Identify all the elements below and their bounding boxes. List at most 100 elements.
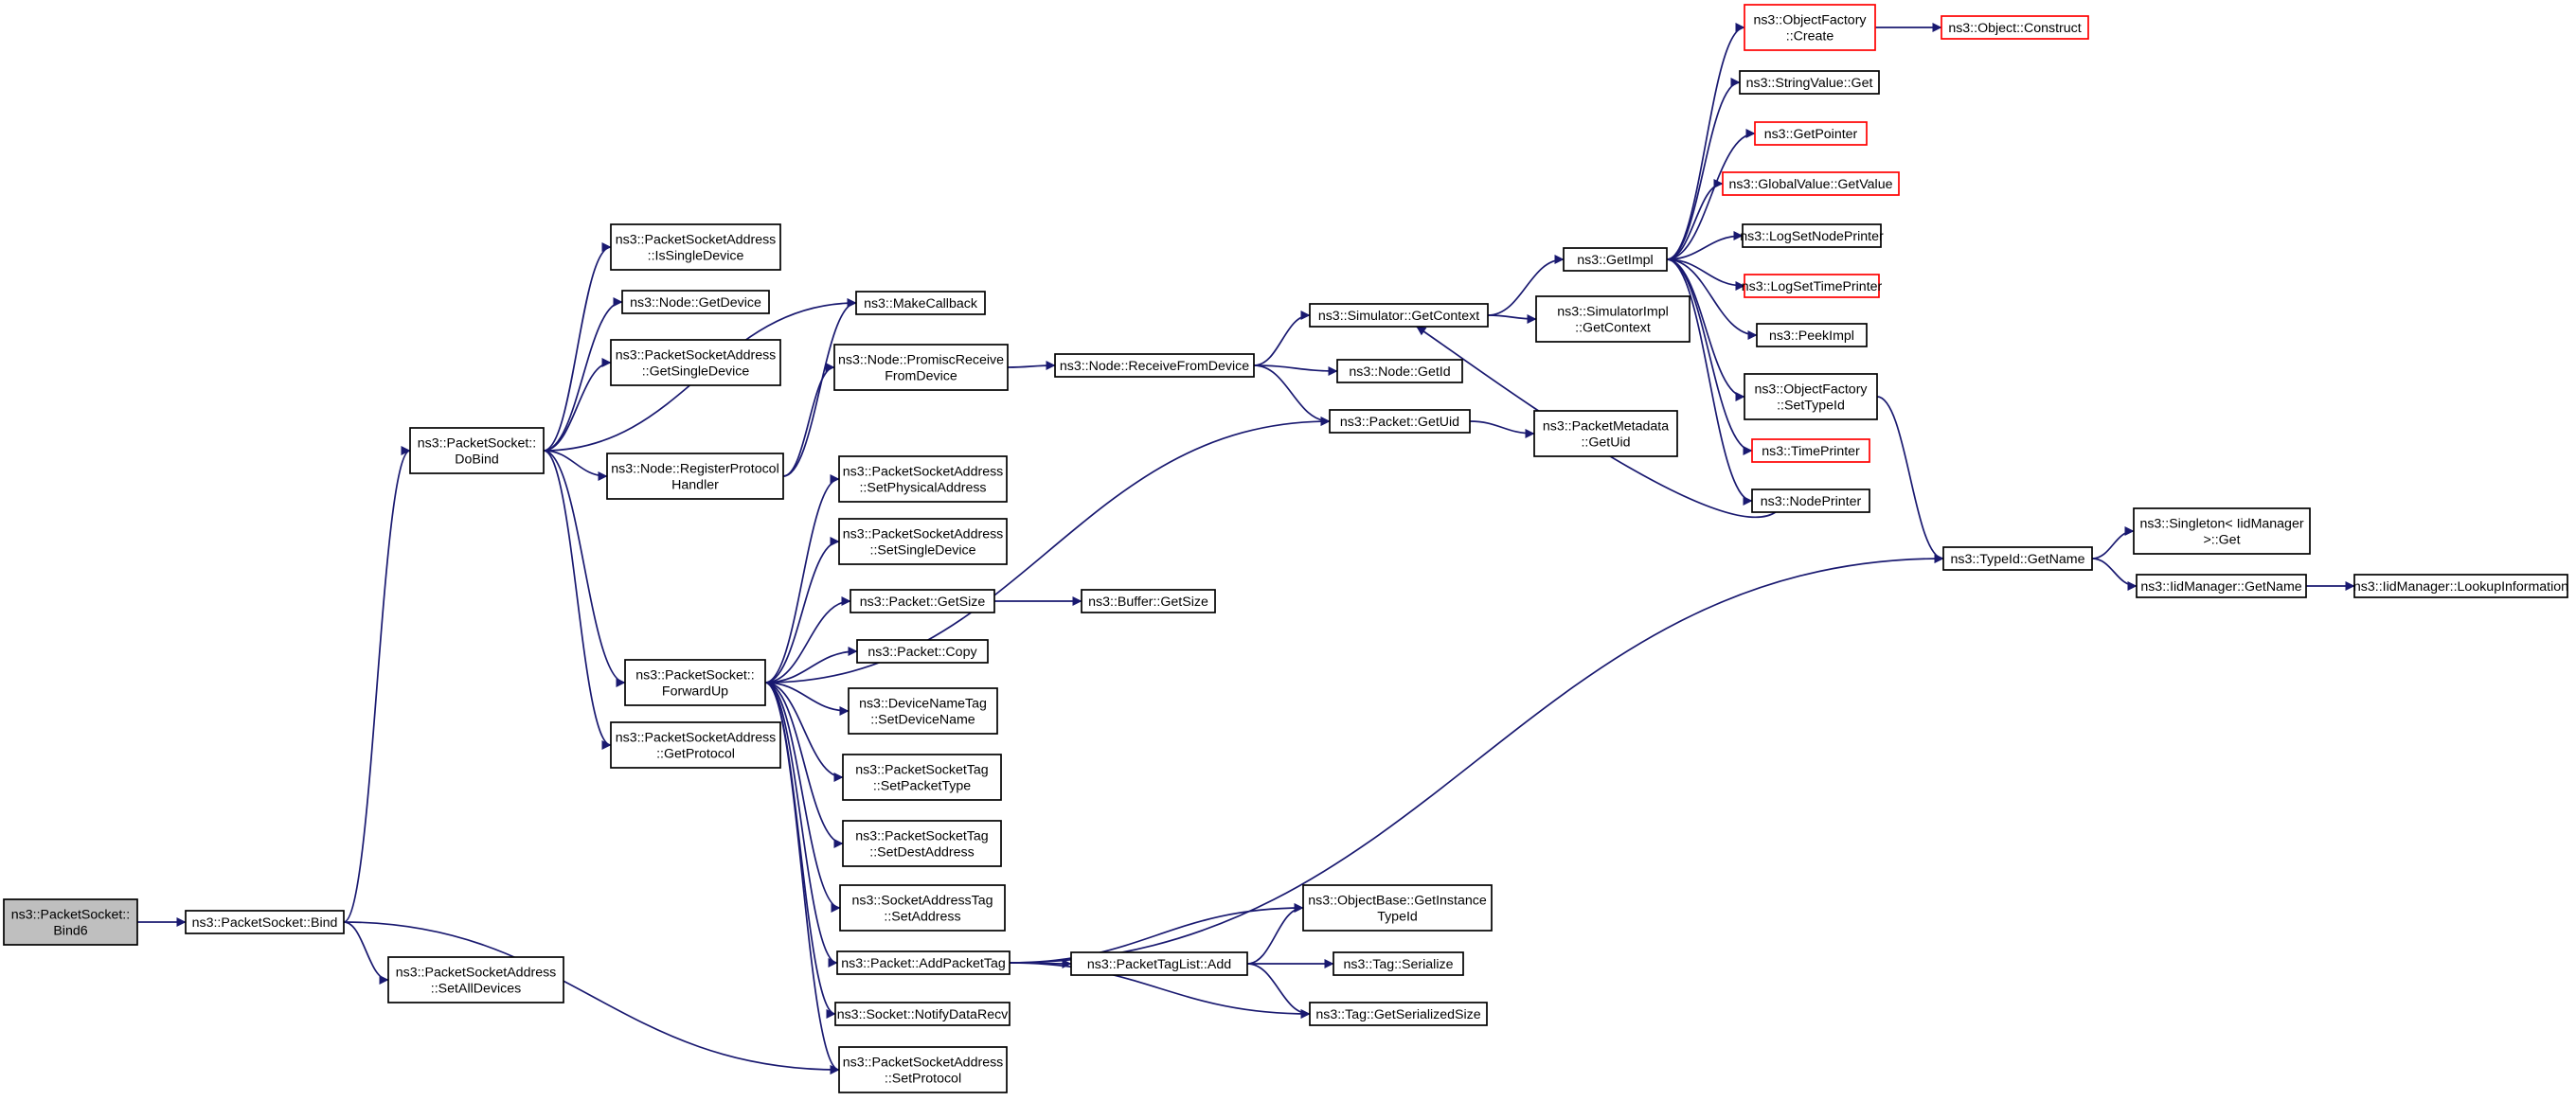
call-edge — [1666, 129, 1756, 260]
function-node[interactable]: ns3::GetImpl — [1563, 247, 1668, 272]
node-box — [1744, 4, 1876, 51]
call-edge — [764, 682, 850, 716]
call-edge — [2091, 558, 2138, 591]
function-node[interactable]: ns3::PacketSocket::ForwardUp — [624, 659, 766, 706]
function-node[interactable]: ns3::Packet::Copy — [856, 639, 989, 664]
function-node[interactable]: ns3::Node::ReceiveFromDevice — [1054, 353, 1255, 378]
call-edge — [1666, 23, 1745, 260]
call-edge — [543, 450, 608, 481]
node-label: ns3::Tag::Serialize — [1344, 957, 1454, 972]
node-label: ns3::GetPointer — [1764, 127, 1858, 142]
call-edge — [764, 474, 840, 684]
function-node[interactable]: ns3::Singleton< IidManager>::Get — [2133, 507, 2311, 555]
function-node[interactable]: ns3::PacketTagList::Add — [1070, 951, 1248, 976]
function-node[interactable]: ns3::ObjectFactory::Create — [1744, 4, 1876, 51]
node-label: ns3::Socket::NotifyDataRecv — [837, 1007, 1009, 1022]
function-node[interactable]: ns3::Packet::AddPacketTag — [836, 950, 1011, 975]
node-box — [834, 1002, 1011, 1026]
function-node[interactable]: ns3::Buffer::GetSize — [1081, 589, 1216, 613]
function-node[interactable]: ns3::PacketSocketAddress::GetSingleDevic… — [610, 339, 781, 386]
function-node[interactable]: ns3::PacketSocketAddress::SetSingleDevic… — [838, 518, 1008, 565]
call-edge — [1666, 258, 1758, 340]
node-label: ns3::ObjectFactory — [1753, 13, 1867, 28]
function-node[interactable]: ns3::Packet::GetUid — [1329, 409, 1471, 434]
node-box — [842, 820, 1002, 867]
node-label: ns3::Node::RegisterProtocol — [611, 462, 778, 477]
function-node[interactable]: ns3::TimePrinter — [1751, 438, 1870, 463]
function-node[interactable]: ns3::PacketMetadata::GetUid — [1533, 410, 1678, 457]
function-node[interactable]: ns3::Node::GetDevice — [621, 290, 770, 314]
node-label: ns3::Packet::GetSize — [860, 595, 986, 610]
function-node[interactable]: ns3::Tag::GetSerializedSize — [1309, 1002, 1488, 1026]
function-node[interactable]: ns3::PeekImpl — [1756, 323, 1868, 347]
function-node[interactable]: ns3::PacketSocketAddress::GetProtocol — [610, 721, 781, 769]
function-node[interactable]: ns3::IidManager::LookupInformation — [2353, 574, 2568, 598]
node-box — [1333, 951, 1464, 976]
function-node[interactable]: ns3::DeviceNameTag::SetDeviceName — [848, 687, 998, 735]
node-label: ns3::LogSetNodePrinter — [1740, 229, 1884, 244]
node-label: Bind6 — [53, 924, 87, 939]
node-label: ns3::Simulator::GetContext — [1318, 309, 1479, 324]
function-node[interactable]: ns3::GetPointer — [1754, 121, 1868, 146]
function-node[interactable]: ns3::MakeCallback — [855, 291, 986, 315]
call-edge — [543, 450, 626, 687]
function-node[interactable]: ns3::PacketSocket::Bind — [185, 910, 345, 934]
function-node[interactable]: ns3::Tag::Serialize — [1333, 951, 1464, 976]
node-box — [610, 223, 781, 271]
function-node[interactable]: ns3::LogSetTimePrinter — [1742, 274, 1883, 298]
function-node[interactable]: ns3::ObjectFactory::SetTypeId — [1744, 373, 1878, 420]
node-box — [1302, 884, 1493, 932]
node-label: ns3::Packet::Copy — [868, 645, 977, 660]
function-node[interactable]: ns3::SocketAddressTag::SetAddress — [839, 884, 1006, 932]
function-node[interactable]: ns3::TypeId::GetName — [1942, 546, 2093, 571]
call-edge — [1009, 962, 1311, 1019]
node-label: ::SetDestAddress — [869, 845, 974, 861]
function-node[interactable]: ns3::Node::GetId — [1336, 359, 1463, 383]
function-node[interactable]: ns3::GlobalValue::GetValue — [1722, 171, 1900, 196]
node-box — [838, 455, 1008, 503]
node-box — [842, 754, 1002, 801]
node-box — [2353, 574, 2568, 598]
node-label: ::IsSingleDevice — [648, 249, 744, 264]
function-node[interactable]: ns3::Packet::GetSize — [850, 589, 995, 613]
function-node[interactable]: ns3::Simulator::GetContext — [1309, 303, 1489, 328]
function-node[interactable]: ns3::PacketSocketTag::SetPacketType — [842, 754, 1002, 801]
function-node[interactable]: ns3::PacketSocketAddress::IsSingleDevice — [610, 223, 781, 271]
call-edge — [1666, 231, 1744, 260]
node-box — [1533, 410, 1678, 457]
node-box — [850, 589, 995, 613]
function-node[interactable]: ns3::NodePrinter — [1751, 488, 1870, 513]
function-node[interactable]: ns3::Object::Construct — [1941, 15, 2089, 40]
function-node[interactable]: ns3::PacketSocketAddress::SetProtocol — [838, 1046, 1008, 1093]
call-edge — [764, 682, 840, 1074]
node-box — [856, 639, 989, 664]
node-label: ForwardUp — [662, 684, 728, 700]
node-label: ns3::SimulatorImpl — [1557, 305, 1668, 320]
node-label: ns3::PacketSocketAddress — [843, 1056, 1004, 1071]
function-node[interactable]: ns3::IidManager::GetName — [2136, 574, 2307, 598]
node-box — [606, 453, 784, 500]
function-node[interactable]: ns3::PacketSocketAddress::SetPhysicalAdd… — [838, 455, 1008, 503]
function-node[interactable]: ns3::PacketSocket::DoBind — [409, 427, 545, 474]
node-label: ::GetSingleDevice — [642, 364, 750, 380]
function-node[interactable]: ns3::SimulatorImpl::GetContext — [1535, 295, 1690, 343]
function-node[interactable]: ns3::PacketSocketTag::SetDestAddress — [842, 820, 1002, 867]
node-label: ns3::Node::GetDevice — [630, 295, 761, 311]
node-label: ns3::PacketMetadata — [1543, 419, 1669, 435]
function-node[interactable]: ns3::Socket::NotifyDataRecv — [834, 1002, 1011, 1026]
node-label: ::SetDeviceName — [870, 713, 975, 728]
node-layer: ns3::PacketSocket::Bind6ns3::PacketSocke… — [3, 4, 2568, 1093]
call-edge — [764, 682, 841, 913]
function-node[interactable]: ns3::PacketSocketAddress::SetAllDevices — [387, 956, 564, 1003]
node-box — [1309, 303, 1489, 328]
call-edge — [1469, 420, 1535, 438]
function-node[interactable]: ns3::StringValue::Get — [1739, 70, 1880, 95]
function-node[interactable]: ns3::LogSetNodePrinter — [1740, 223, 1884, 248]
node-box — [1535, 295, 1690, 343]
call-edge — [764, 647, 858, 684]
node-label: ns3::PacketSocketAddress — [396, 966, 557, 981]
